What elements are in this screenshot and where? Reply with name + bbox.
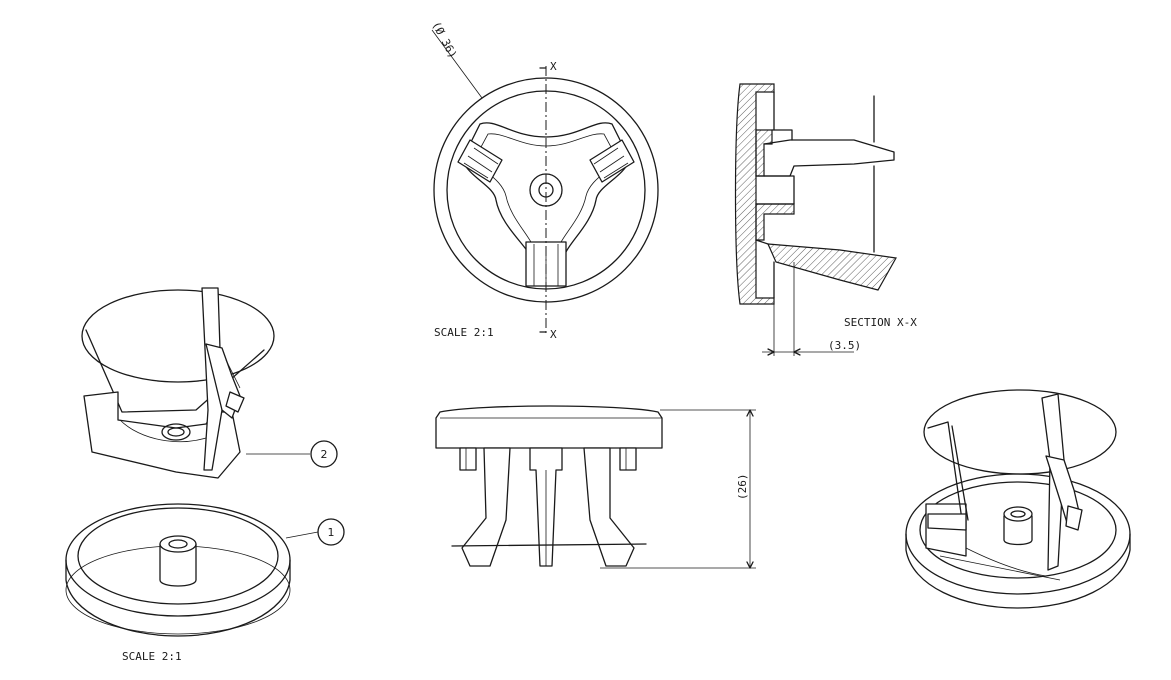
diameter-label: (Ø 36): [429, 19, 459, 60]
section-mark-top: X: [550, 60, 557, 73]
svg-text:2: 2: [321, 448, 328, 461]
height-label: (26): [736, 474, 749, 501]
iso-exploded-view: 2 1 SCALE 2:1: [65, 287, 345, 663]
thickness-label: (3.5): [828, 339, 861, 352]
side-view: (26): [435, 405, 756, 569]
section-view: (3.5) SECTION X-X: [734, 83, 917, 356]
iso-assembled-view: [905, 389, 1131, 609]
iso-part-2: [81, 287, 275, 479]
iso-part-1: [65, 503, 291, 637]
balloon-2: 2: [246, 440, 338, 468]
front-view: X X (Ø 36) SCALE 2:1: [429, 19, 659, 341]
front-clip-left: [457, 139, 503, 183]
diameter-leader: [431, 29, 483, 99]
svg-text:1: 1: [328, 526, 335, 539]
section-title: SECTION X-X: [844, 316, 917, 329]
section-mark-bottom: X: [550, 328, 557, 341]
front-clip-right: [589, 139, 635, 183]
front-scale-label: SCALE 2:1: [434, 326, 494, 339]
iso-scale-label: SCALE 2:1: [122, 650, 182, 663]
balloon-1: 1: [285, 518, 345, 546]
